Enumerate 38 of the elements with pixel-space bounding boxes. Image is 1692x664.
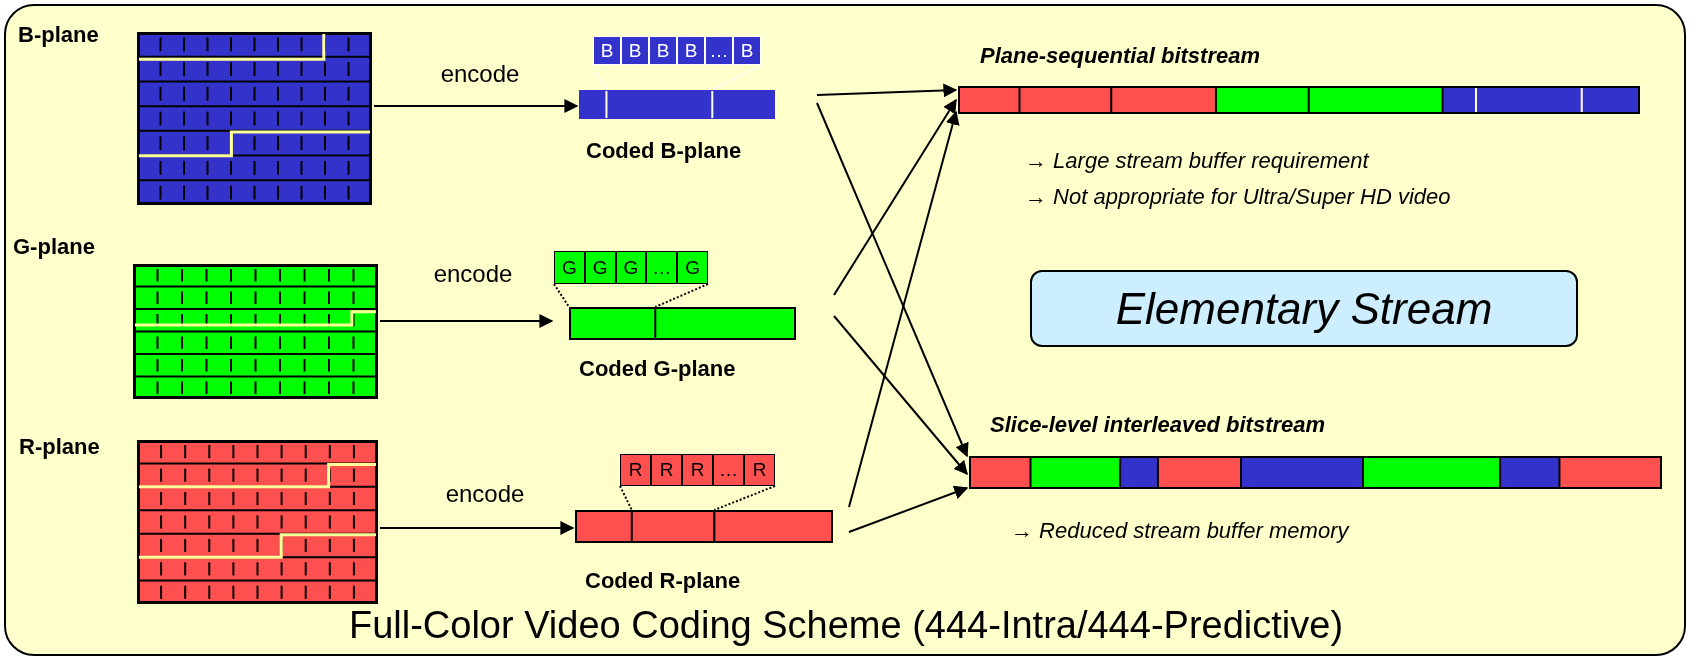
slice-cell: G bbox=[677, 251, 708, 284]
arrow bbox=[379, 521, 575, 535]
slice-cell: B bbox=[677, 36, 705, 65]
plane-caption: Coded R-plane bbox=[585, 570, 741, 592]
diagram-caption: Full-Color Video Coding Scheme (444-Intra/444-Predictive) bbox=[348, 606, 1344, 644]
note-text: → Large stream buffer requirement bbox=[1025, 150, 1369, 172]
slice-cell: R bbox=[651, 454, 682, 486]
slice-cell: R bbox=[682, 454, 713, 486]
stream-box: Elementary Stream bbox=[1030, 270, 1578, 347]
slice-cell: B bbox=[621, 36, 649, 65]
arrow bbox=[379, 314, 554, 328]
plane-label: G-plane bbox=[13, 236, 95, 258]
plane-label: R-plane bbox=[19, 436, 100, 458]
note-text: → Reduced stream buffer memory bbox=[1011, 520, 1349, 542]
slice-cell: G bbox=[615, 251, 647, 284]
plane-label: B-plane bbox=[18, 24, 99, 46]
bitstream-title: Slice-level interleaved bitstream bbox=[990, 414, 1326, 436]
plane-caption: Coded B-plane bbox=[586, 140, 742, 162]
arrow bbox=[848, 485, 969, 533]
slice-cell: B bbox=[593, 36, 621, 65]
arrow bbox=[816, 83, 958, 98]
slice-cell: B bbox=[649, 36, 677, 65]
slice-cell: R bbox=[744, 454, 775, 486]
slice-cell: R bbox=[620, 454, 651, 486]
plane-caption: Coded G-plane bbox=[579, 358, 736, 380]
slice-cell: … bbox=[646, 251, 678, 284]
slice-cell: … bbox=[705, 36, 733, 65]
arrow bbox=[816, 102, 969, 458]
note-text: → Not appropriate for Ultra/Super HD video bbox=[1025, 186, 1451, 208]
arrow bbox=[833, 315, 968, 476]
arrow bbox=[833, 98, 957, 296]
slice-cell: G bbox=[584, 251, 616, 284]
arrow bbox=[848, 110, 960, 508]
slice-cell: … bbox=[713, 454, 744, 486]
arrow bbox=[373, 99, 579, 113]
slice-cell: G bbox=[554, 251, 585, 284]
slice-cell: B bbox=[733, 36, 761, 65]
bitstream-title: Plane-sequential bitstream bbox=[980, 45, 1260, 67]
